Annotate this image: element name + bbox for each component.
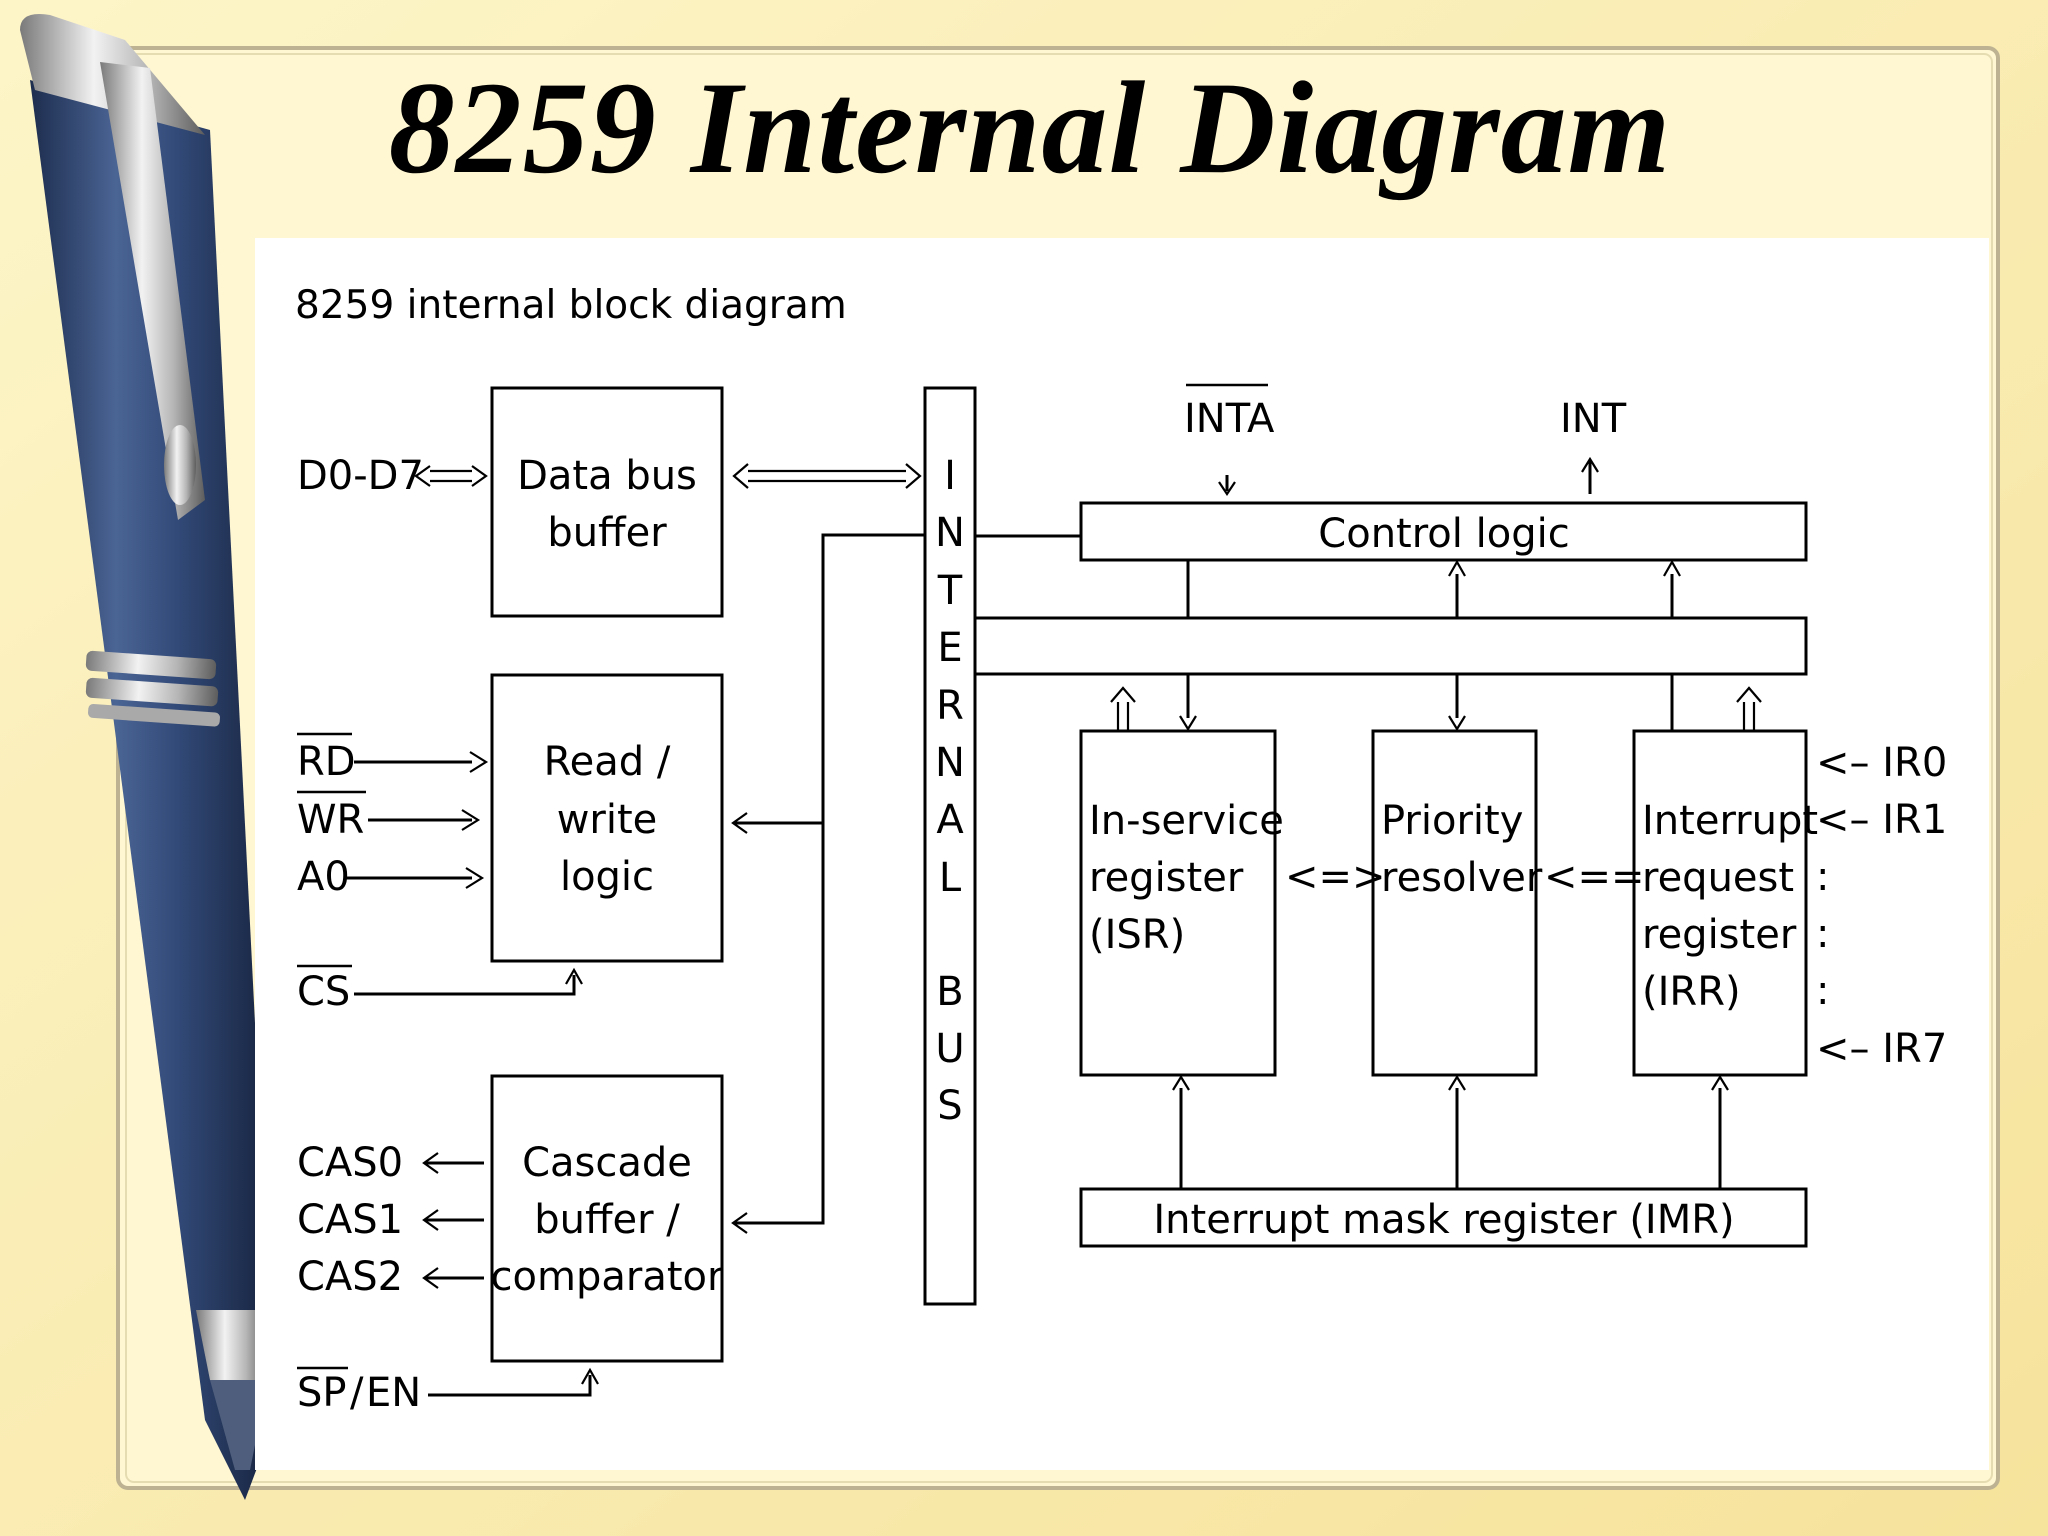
irr-bus-double-arrow — [1736, 686, 1762, 731]
imr-label: Interrupt mask register (IMR) — [1153, 1197, 1734, 1243]
d0-d7-double-arrow — [414, 465, 488, 487]
irr-label: register — [1642, 912, 1797, 958]
cascade-buffer-label: comparator — [491, 1254, 724, 1300]
ir-ellipsis: : — [1816, 911, 1829, 957]
read-write-logic-block — [490, 673, 724, 963]
bus-cascade-line — [735, 533, 925, 1225]
cas0-label: CAS0 — [297, 1140, 403, 1186]
en-label: EN — [366, 1370, 421, 1416]
cas1-label: CAS1 — [297, 1197, 403, 1243]
internal-bus-letter: A — [936, 797, 964, 843]
internal-bus — [923, 386, 977, 1306]
rd-arrowhead — [469, 751, 489, 773]
imr-isr-arrowhead — [1172, 1074, 1190, 1091]
ir-ellipsis: : — [1816, 968, 1829, 1014]
pen-illustration — [20, 14, 275, 1500]
cas0-arrowhead — [422, 1152, 439, 1174]
a0-arrowhead — [465, 867, 485, 889]
internal-bus-letter: T — [937, 568, 963, 614]
internal-bus-letter: S — [937, 1083, 962, 1129]
cascade-bus-arrowhead — [731, 1212, 748, 1234]
data-bus-buffer-label: Data bus — [517, 453, 697, 499]
cascade-buffer-label: Cascade — [522, 1140, 692, 1186]
rd-label: RD — [297, 739, 356, 785]
isr-block — [1079, 729, 1277, 1077]
imr-priority-arrowhead — [1448, 1074, 1466, 1091]
read-write-logic-label: write — [557, 797, 658, 843]
wr-arrowhead — [461, 809, 481, 831]
cas2-label: CAS2 — [297, 1254, 403, 1300]
cascade-buffer-label: buffer / — [534, 1197, 680, 1243]
internal-bus-letter: E — [937, 625, 962, 671]
internal-bus-letter: L — [939, 855, 962, 901]
priority-resolver-label: resolver — [1381, 855, 1543, 901]
cas2-arrowhead — [422, 1267, 439, 1289]
data-bus-buffer-block — [490, 386, 724, 618]
cs-arrowhead — [565, 967, 583, 985]
a0-label: A0 — [297, 854, 350, 900]
imr-irr-arrowhead — [1711, 1074, 1729, 1091]
bus-priority-arrowhead — [1448, 715, 1466, 732]
d0-d7-label: D0-D7 — [297, 453, 424, 499]
inta-arrowhead — [1218, 481, 1236, 496]
inta-label: INTA — [1184, 396, 1275, 442]
internal-bus-letter: R — [936, 683, 964, 729]
block-diagram: 8259 internal block diagram — [295, 283, 1947, 1416]
read-write-logic-label: Read / — [544, 739, 671, 785]
internal-bus-branch — [975, 616, 1808, 676]
data-bus-buffer-label: buffer — [547, 510, 667, 556]
control-logic-label: Control logic — [1318, 511, 1569, 557]
priority-resolver-block — [1371, 729, 1538, 1077]
irr-label: Interrupt — [1642, 798, 1818, 844]
int-label: INT — [1560, 396, 1627, 442]
diagram-panel — [255, 238, 1989, 1470]
irr-label: (IRR) — [1642, 969, 1741, 1015]
cs-line — [354, 975, 576, 996]
isr-label: In-service — [1089, 798, 1284, 844]
irr-control-arrowhead — [1663, 559, 1681, 577]
wr-label: WR — [297, 797, 364, 843]
cascade-buffer-block — [490, 1074, 724, 1363]
internal-bus-letter: N — [935, 740, 965, 786]
sp-en-line — [428, 1375, 592, 1397]
internal-bus-letter: I — [944, 453, 956, 499]
sp-en-slash-label: / — [350, 1370, 364, 1416]
bus-isr-arrowhead — [1179, 715, 1197, 732]
ir1-label: <– IR1 — [1816, 797, 1947, 843]
read-write-logic-label: logic — [560, 854, 654, 900]
slide-title: 8259 Internal Diagram — [388, 54, 1672, 201]
diagram-caption: 8259 internal block diagram — [295, 283, 847, 328]
sp-en-arrowhead — [581, 1367, 599, 1385]
ir-ellipsis: : — [1816, 854, 1829, 900]
cs-label: CS — [297, 969, 350, 1015]
priority-resolver-label: Priority — [1381, 798, 1523, 844]
priority-control-arrowhead — [1448, 559, 1466, 577]
irr-priority-connector: <== — [1544, 854, 1645, 900]
sp-label: SP — [297, 1370, 347, 1416]
cas1-arrowhead — [422, 1209, 439, 1231]
imr-block — [1079, 1187, 1808, 1248]
isr-label: register — [1089, 855, 1244, 901]
isr-bus-double-arrow — [1110, 686, 1136, 731]
ir7-label: <– IR7 — [1816, 1026, 1947, 1072]
buffer-bus-double-arrow — [732, 463, 922, 489]
ir0-label: <– IR0 — [1816, 740, 1947, 786]
internal-bus-letter: B — [936, 969, 963, 1015]
isr-label: (ISR) — [1089, 912, 1185, 958]
rw-bus-arrowhead — [731, 812, 748, 834]
irr-label: request — [1642, 855, 1794, 901]
control-logic-block — [1079, 501, 1808, 562]
internal-bus-letter: N — [935, 510, 965, 556]
isr-priority-connector: <=> — [1285, 854, 1386, 900]
internal-bus-letter: U — [935, 1026, 964, 1072]
int-arrowhead — [1581, 456, 1599, 473]
